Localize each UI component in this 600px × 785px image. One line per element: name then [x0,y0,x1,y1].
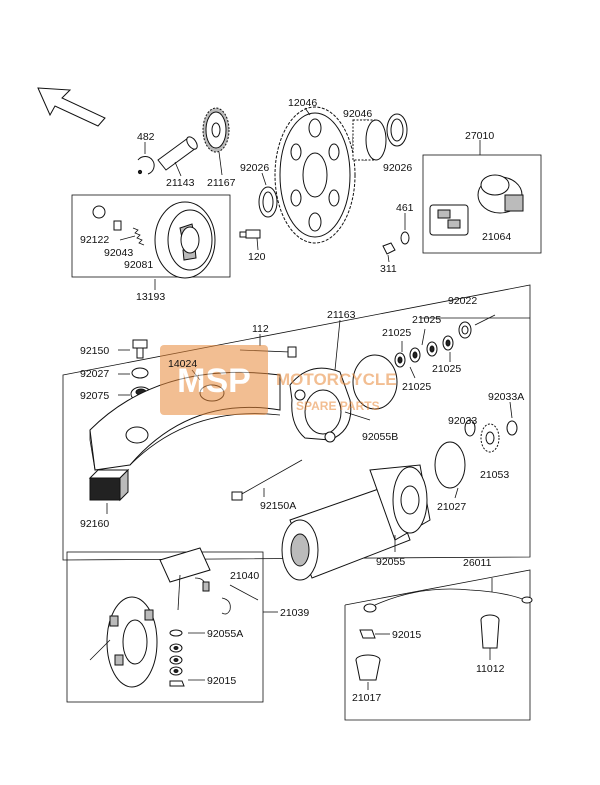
washer-part [394,352,406,368]
part-label: 92122 [80,234,109,246]
relay-assembly-box [422,154,542,254]
terminal-boot-part [480,614,500,649]
idler-gear-part [202,107,230,153]
washer-part [458,321,472,339]
watermark-logo-text: MSP [177,362,251,400]
washer-part [386,113,408,147]
part-label: 13193 [136,291,165,303]
part-label: 92055 [376,556,405,568]
part-label: 120 [248,251,266,263]
part-label: 92055A [207,628,243,640]
part-label: 14024 [168,358,197,370]
washer-part [464,419,476,437]
part-label: 26011 [463,557,492,569]
part-label: 92026 [383,162,412,174]
washer-part [409,347,421,363]
bolt-part [132,339,148,359]
starter-clutch-gear-part [274,106,356,244]
o-ring-part [169,629,183,637]
washer-part [131,367,149,379]
terminal-cap-part [355,654,381,681]
pin-part [113,220,122,231]
o-ring-part [434,441,466,489]
part-label: 461 [396,202,414,214]
brush-part [159,547,211,611]
o-ring-part [352,354,398,410]
idler-shaft-part [157,136,198,171]
starter-cable-part [363,588,533,613]
washer-part [258,186,278,218]
part-label: 21027 [437,501,466,513]
part-label: 21167 [207,177,236,189]
part-label: 92033 [448,415,477,427]
part-label: 11012 [476,663,505,675]
washer-part [169,655,183,665]
watermark-line2: SPARE PARTS [296,399,380,413]
washer-part [169,666,183,676]
damper-part [88,468,130,502]
watermark-line1: MOTORCYCLE [276,370,397,389]
part-label: 92055B [362,431,398,443]
starter-motor-part [281,464,431,581]
part-label: 92081 [124,259,153,271]
part-label: 482 [137,131,155,143]
nut-part [359,629,376,639]
part-label: 311 [380,263,397,275]
part-label: 21017 [352,692,381,704]
starter-motor-assembly-box [62,284,531,561]
starter-clutch-part [154,201,216,279]
part-label: 92015 [207,675,236,687]
part-label: 21025 [402,381,431,393]
part-label: 92022 [448,295,477,307]
part-label: 92150A [260,500,296,512]
part-label: 21040 [230,570,259,582]
part-label: 21025 [382,327,411,339]
part-label: 21039 [280,607,309,619]
part-label: 92075 [80,390,109,402]
front-direction-arrow-icon [37,87,106,127]
washer-part [400,231,410,245]
washer-part [442,335,454,351]
part-label: 21143 [166,177,195,189]
cable-assembly-box [344,569,531,721]
part-label: 92046 [343,108,372,120]
circlip-part [506,420,518,436]
part-label: 92160 [80,518,109,530]
washer-part [426,341,438,357]
starter-relay-part [429,204,469,236]
part-label: 92150 [80,345,109,357]
roller-part [92,205,106,219]
part-label: 92027 [80,368,109,380]
brush-spring-part [221,597,231,615]
part-label: 21163 [327,309,356,321]
starter-clutch-assembly-box [71,194,231,278]
nut-part [382,242,396,255]
bolt-part [239,229,261,239]
part-label: 21053 [480,469,509,481]
washer-part [169,643,183,653]
pinion-gear-part [480,423,500,453]
part-label: 21064 [482,231,511,243]
watermark-logo: MSP MOTORCYCLE SPARE PARTS [160,345,397,415]
part-label: 21025 [432,363,461,375]
part-label: 92043 [104,247,133,259]
nut-part [169,680,185,687]
part-label: 27010 [465,130,494,142]
needle-bearing-part [352,119,387,161]
brush-plate-part [106,596,158,688]
relay-cover-part [477,174,524,214]
part-label: 92033A [488,391,524,403]
through-bolt-part [231,459,303,501]
brush-holder-assembly-box [66,551,264,703]
part-label: 12046 [288,97,317,109]
spring-part [132,227,145,246]
part-label: 92015 [392,629,421,641]
starter-end-cover-part [289,367,352,443]
part-label: 92026 [240,162,269,174]
part-label: 112 [252,323,269,335]
part-label: 21025 [412,314,441,326]
circlip-part [137,156,155,175]
